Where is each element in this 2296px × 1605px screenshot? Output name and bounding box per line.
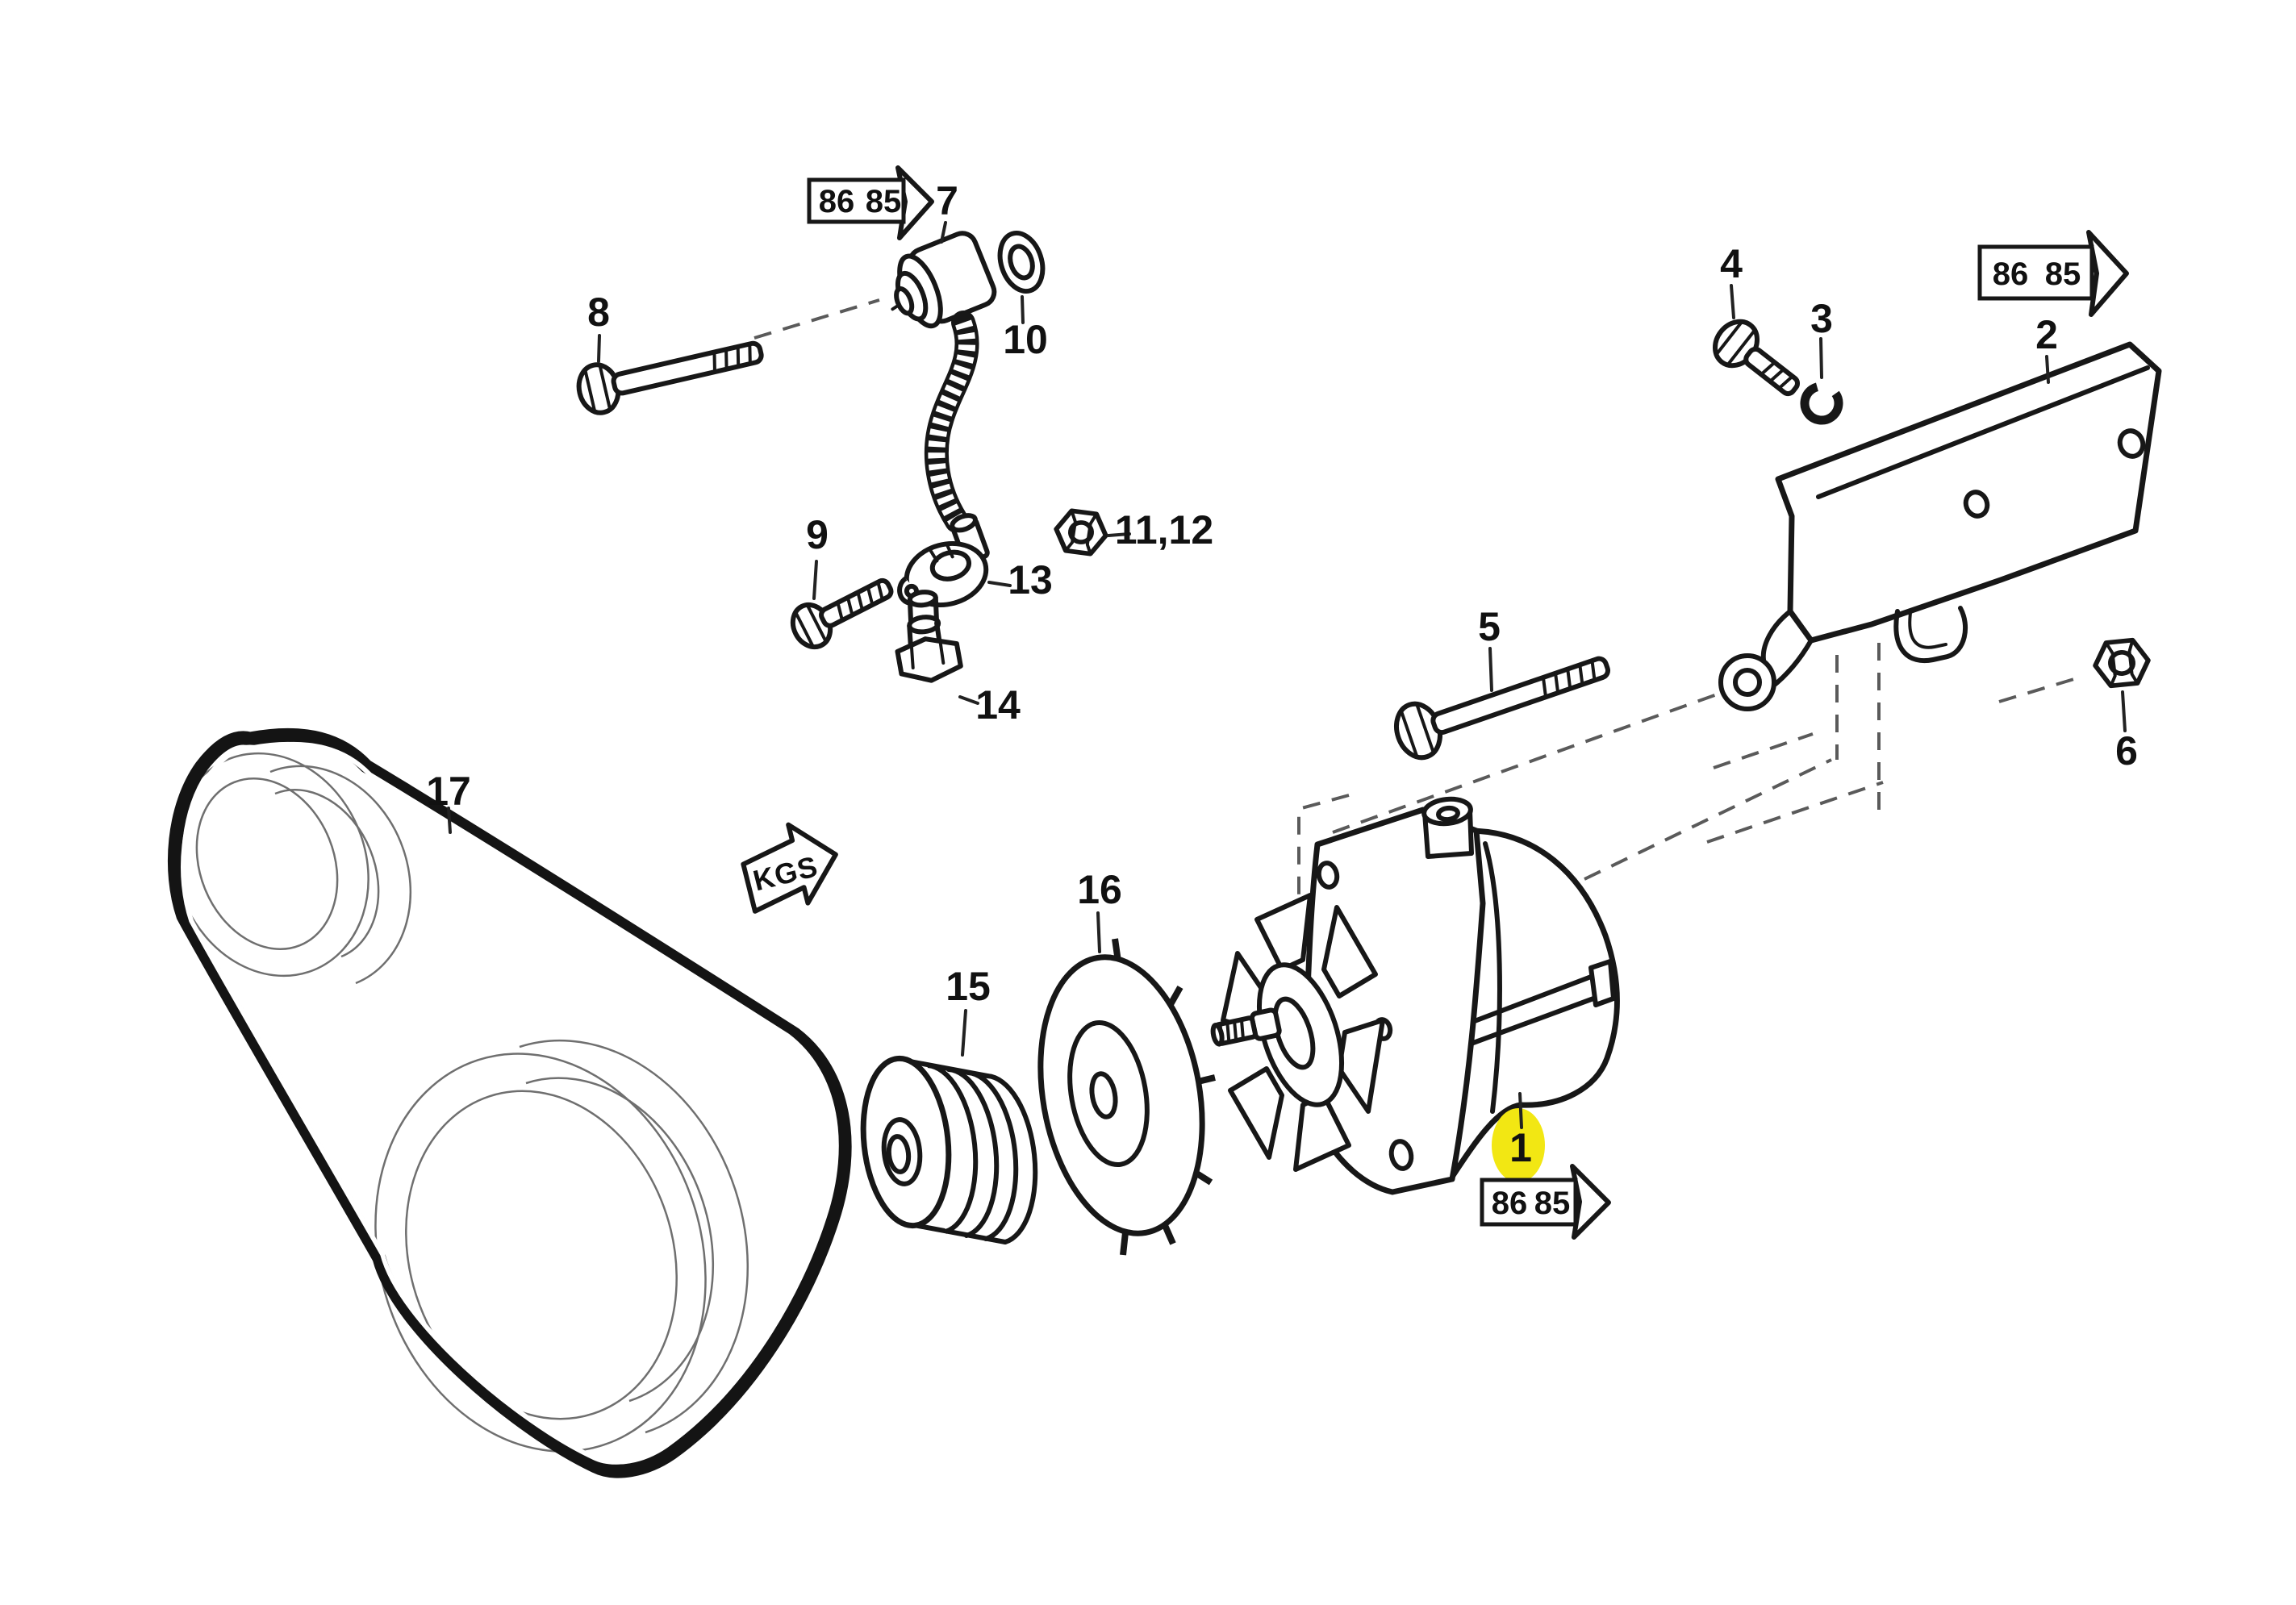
bolt-8-drawing bbox=[576, 340, 764, 415]
bolt-5-drawing bbox=[1394, 656, 1611, 761]
part-callout-4[interactable]: 4 bbox=[1720, 241, 1743, 286]
part-callout-9[interactable]: 9 bbox=[806, 512, 829, 557]
callout-leaders bbox=[447, 221, 2127, 1057]
selected-part-highlight bbox=[1492, 1108, 1545, 1182]
page-ref-right: 85 bbox=[866, 184, 902, 219]
part-callout-1[interactable]: 1 bbox=[1509, 1125, 1532, 1170]
lock-washer-3-drawing bbox=[1800, 381, 1843, 425]
callout-labels: 1 2 3 4 5 6 7 8 9 10 11,12 13 14 15 16 1… bbox=[426, 178, 2138, 1170]
page-ref-arrow-bottom[interactable]: 86 85 bbox=[1480, 1164, 1611, 1240]
page-ref-right: 85 bbox=[2045, 256, 2081, 292]
washer-10-drawing bbox=[997, 230, 1046, 294]
part-callout-11-12[interactable]: 11,12 bbox=[1115, 507, 1213, 552]
alternator-top-boss bbox=[1421, 796, 1474, 859]
page-ref-arrow-top-left[interactable]: 86 85 bbox=[807, 165, 934, 240]
page-ref-right: 85 bbox=[1534, 1186, 1571, 1221]
leader-1 bbox=[1518, 1092, 1523, 1129]
assembly-dash-lines bbox=[754, 298, 2085, 905]
nut-11-12-drawing bbox=[1054, 508, 1108, 557]
page-ref-arrow-top-right[interactable]: 86 85 bbox=[1977, 230, 2129, 317]
part-callout-8[interactable]: 8 bbox=[587, 290, 610, 335]
pulley-15-drawing bbox=[860, 1055, 1038, 1244]
page-ref-left: 86 bbox=[819, 184, 855, 219]
bolt-4-drawing bbox=[1712, 319, 1801, 397]
bolt-9-drawing bbox=[790, 577, 894, 650]
alternator-fan-blades bbox=[1221, 893, 1385, 1172]
part-callout-5[interactable]: 5 bbox=[1478, 604, 1501, 649]
part-callout-14[interactable]: 14 bbox=[975, 682, 1021, 727]
part-callout-10[interactable]: 10 bbox=[1003, 317, 1048, 362]
phantom-pulleys bbox=[173, 752, 749, 1453]
part-callout-17[interactable]: 17 bbox=[426, 769, 471, 814]
part-callout-16[interactable]: 16 bbox=[1077, 867, 1122, 912]
wire-conduit-7-drawing bbox=[924, 311, 990, 565]
wire-connector-7-drawing bbox=[891, 231, 997, 329]
clamp-13-drawing bbox=[897, 540, 989, 608]
alternator-shaft-stub bbox=[1210, 1007, 1282, 1047]
fan-16-drawing bbox=[1037, 938, 1216, 1256]
nut-6-drawing bbox=[2093, 637, 2151, 689]
kgs-direction-arrow[interactable]: KGS bbox=[737, 815, 845, 916]
part-callout-6[interactable]: 6 bbox=[2115, 728, 2138, 773]
part-callout-7[interactable]: 7 bbox=[936, 178, 958, 223]
alternator-drawing bbox=[1210, 796, 1621, 1195]
part-callout-3[interactable]: 3 bbox=[1810, 296, 1833, 341]
bracket-drawing bbox=[1718, 341, 2162, 711]
part-callout-13[interactable]: 13 bbox=[1008, 557, 1053, 602]
fitting-14-drawing bbox=[895, 590, 963, 683]
v-belt-drawing bbox=[168, 727, 852, 1478]
page-ref-left: 86 bbox=[1993, 256, 2029, 292]
part-callout-2[interactable]: 2 bbox=[2035, 312, 2058, 357]
part-callout-15[interactable]: 15 bbox=[946, 964, 991, 1009]
page-ref-left: 86 bbox=[1492, 1186, 1528, 1221]
